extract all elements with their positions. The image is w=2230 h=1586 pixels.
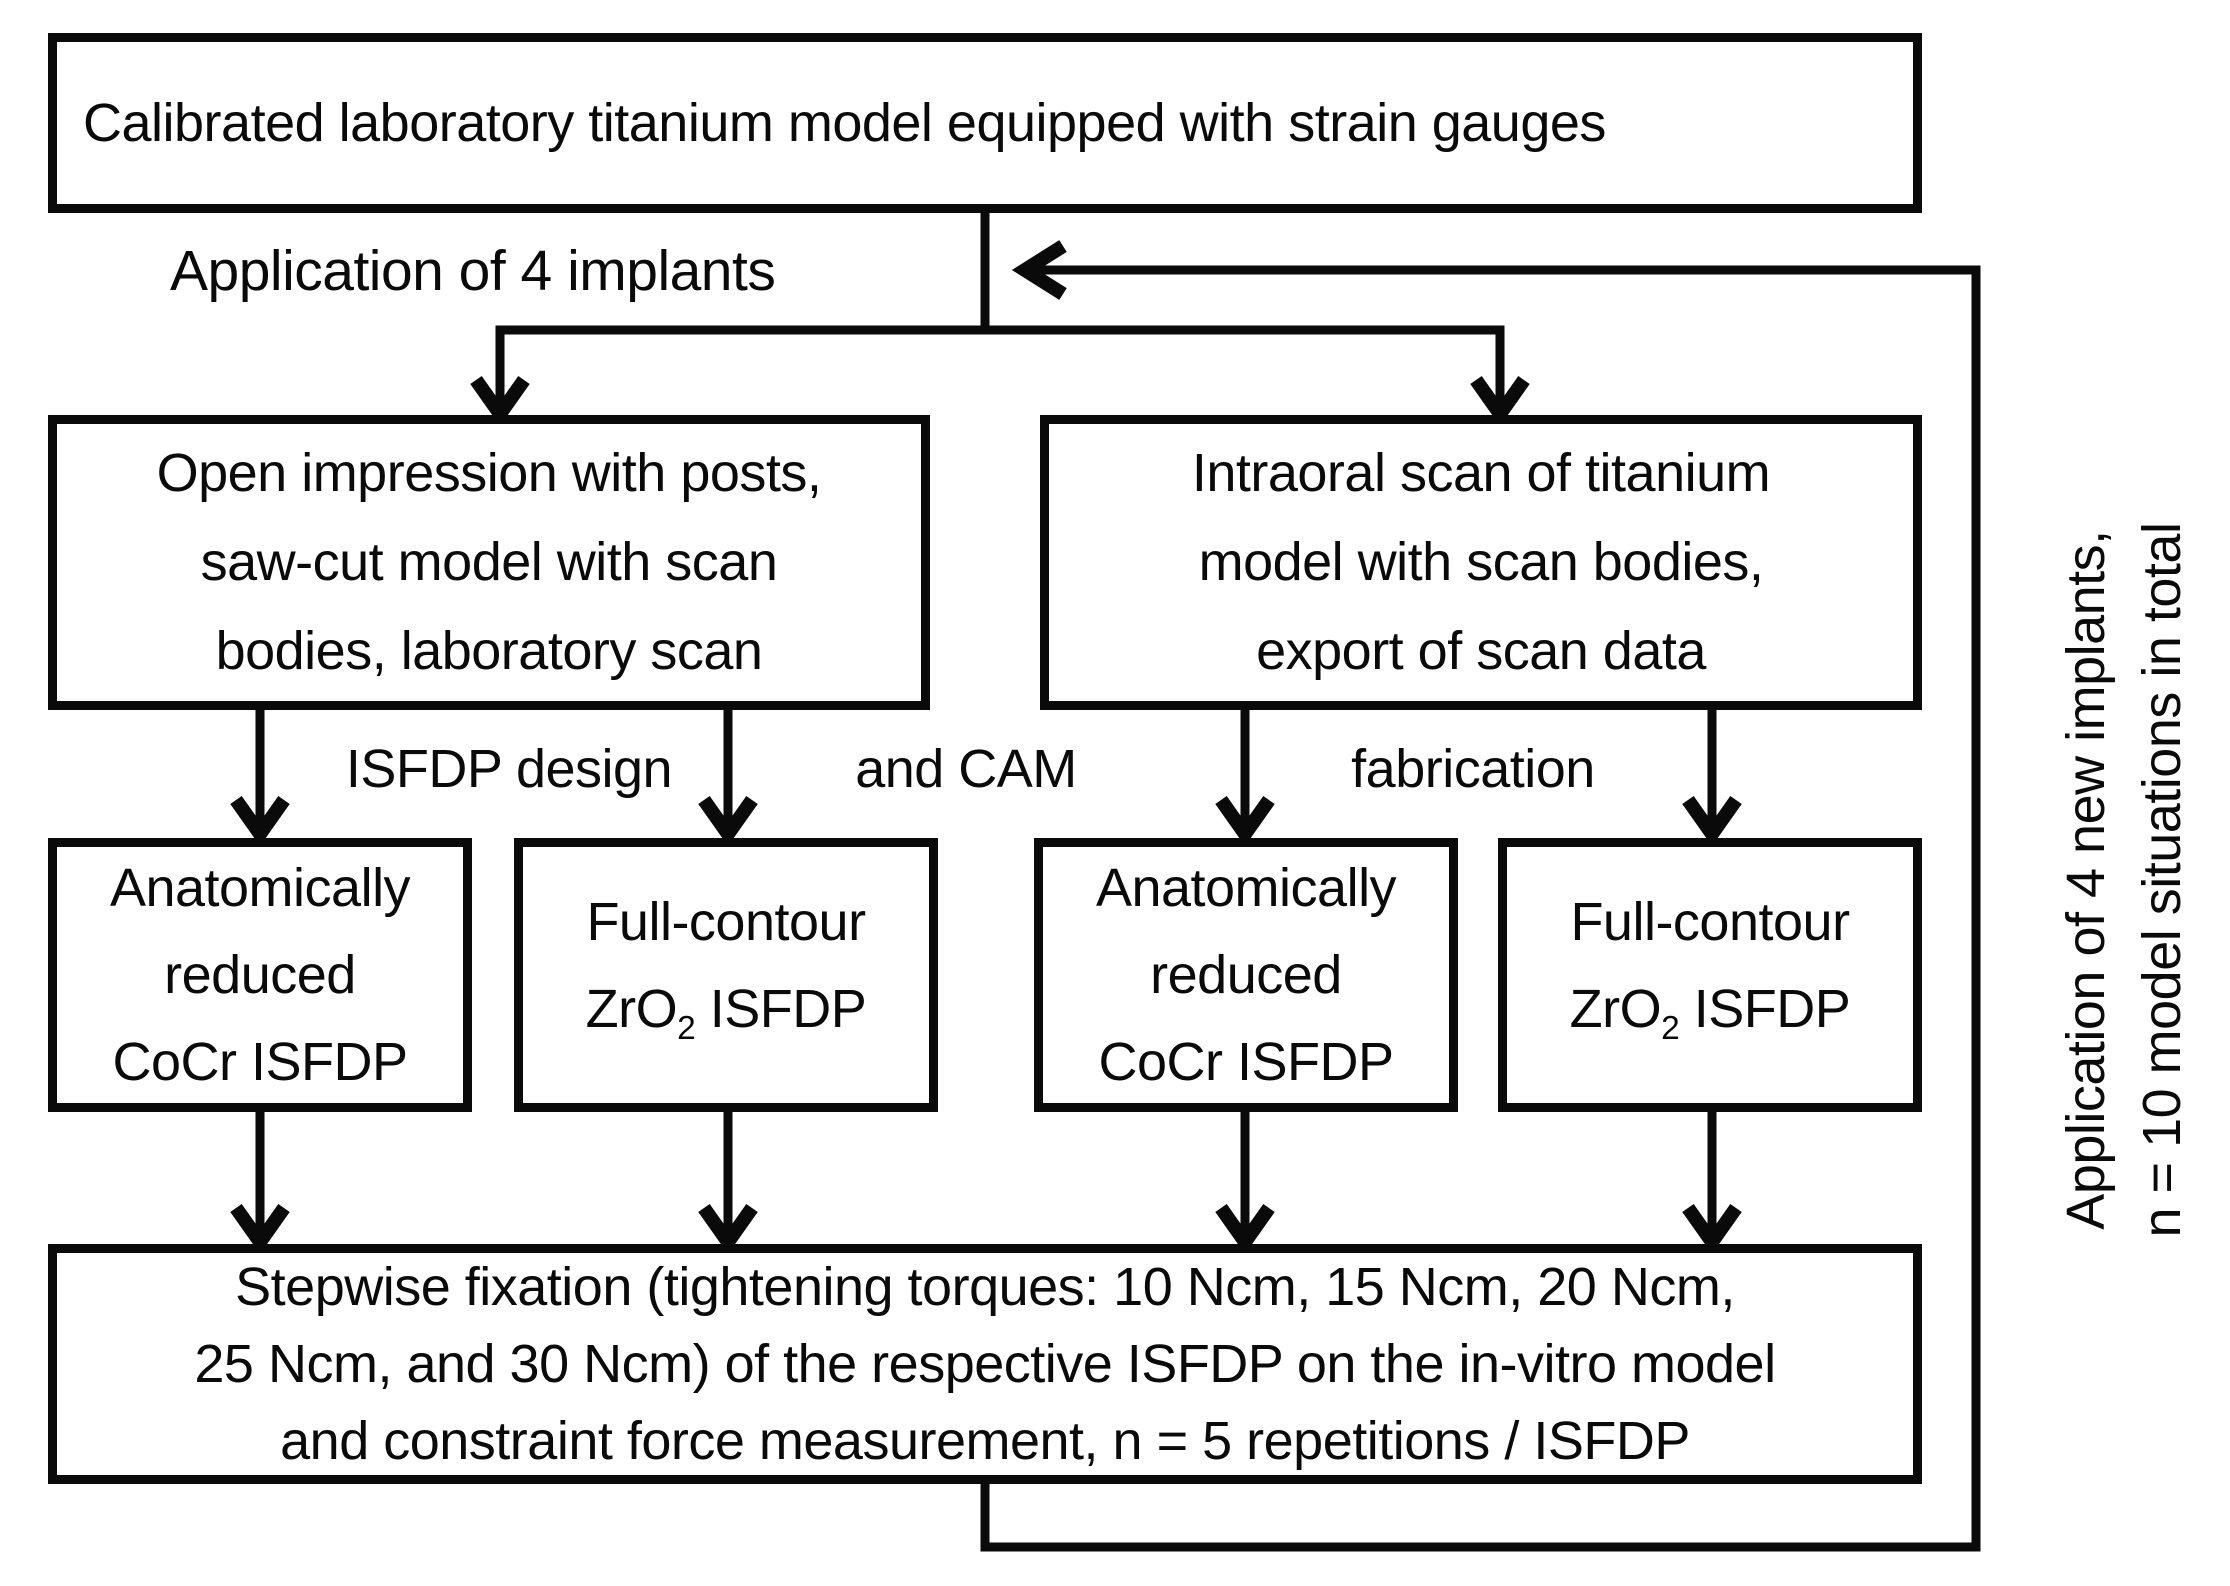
box-intraoral-scan: Intraoral scan of titanium model with sc… — [1040, 415, 1922, 710]
zro2-formula-pre: ZrO — [1569, 978, 1662, 1039]
zro2-formula-sub: 2 — [677, 1009, 696, 1047]
box-cocr-left-line3: CoCr ISFDP — [112, 1031, 408, 1092]
label-loop-line1: Application of 4 new implants, — [2056, 530, 2116, 1230]
label-isfdp-design: ISFDP design — [345, 739, 673, 799]
box-zro2-isfdp-left: Full-contour ZrO2 ISFDP — [514, 838, 938, 1112]
arrowhead-branch-right — [1470, 375, 1530, 427]
zro2-formula-sub: 2 — [1661, 1009, 1680, 1047]
box-cocr-left-line2: reduced — [164, 944, 356, 1005]
box-stepwise-line2: 25 Ncm, and 30 Ncm) of the respective IS… — [194, 1333, 1776, 1394]
arrowhead-fix-4 — [1682, 1203, 1742, 1255]
zro2-formula-pre: ZrO — [585, 978, 678, 1039]
box-zro2-left-line2: ZrO2 ISFDP — [523, 966, 929, 1072]
box-zro2-right-line2: ZrO2 ISFDP — [1507, 966, 1913, 1072]
box-cocr-right-line1: Anatomically — [1095, 857, 1397, 918]
arrowhead-fix-1 — [230, 1203, 290, 1255]
arrowhead-feedback — [1011, 240, 1067, 300]
box-cocr-isfdp-left: Anatomically reduced CoCr ISFDP — [48, 838, 472, 1112]
box-zro2-left-line1: Full-contour — [586, 891, 866, 952]
label-loop-line2: n = 10 model situations in total — [2132, 522, 2192, 1238]
box-zro2-isfdp-right: Full-contour ZrO2 ISFDP — [1498, 838, 1922, 1112]
box-cocr-right-line2: reduced — [1150, 944, 1342, 1005]
box-open-impression-line2: saw-cut model with scan — [200, 532, 778, 592]
zro2-formula-post: ISFDP — [1679, 978, 1851, 1039]
arrowhead-design-4 — [1682, 795, 1742, 847]
box-cocr-right-line3: CoCr ISFDP — [1098, 1031, 1394, 1092]
label-application-of-implants: Application of 4 implants — [170, 239, 776, 303]
box-stepwise-line3: and constraint force measurement, n = 5 … — [280, 1410, 1690, 1471]
box-open-impression-line1: Open impression with posts, — [156, 443, 822, 503]
label-fabrication: fabrication — [1351, 739, 1595, 799]
box-intraoral-scan-line1: Intraoral scan of titanium — [1191, 443, 1771, 503]
arrowhead-design-1 — [230, 795, 290, 847]
box-open-impression: Open impression with posts, saw-cut mode… — [48, 415, 930, 710]
connector-branch — [495, 325, 1505, 406]
box-stepwise-fixation: Stepwise fixation (tightening torques: 1… — [48, 1244, 1922, 1484]
arrowhead-fix-2 — [698, 1203, 758, 1255]
label-and-cam: and CAM — [855, 739, 1077, 799]
arrowhead-design-3 — [1215, 795, 1275, 847]
box-cocr-left-line1: Anatomically — [109, 857, 411, 918]
arrowhead-design-2 — [698, 795, 758, 847]
box-calibrated-model: Calibrated laboratory titanium model equ… — [48, 33, 1922, 213]
connector-feedback-loop — [980, 265, 1981, 1552]
zro2-formula-post: ISFDP — [695, 978, 867, 1039]
box-open-impression-line3: bodies, laboratory scan — [215, 621, 763, 681]
box-intraoral-scan-line2: model with scan bodies, — [1198, 532, 1764, 592]
box-calibrated-model-text: Calibrated laboratory titanium model equ… — [83, 92, 1606, 153]
box-intraoral-scan-line3: export of scan data — [1256, 621, 1706, 681]
arrowhead-branch-left — [470, 375, 530, 427]
box-cocr-isfdp-right: Anatomically reduced CoCr ISFDP — [1034, 838, 1458, 1112]
box-stepwise-line1: Stepwise fixation (tightening torques: 1… — [235, 1256, 1735, 1317]
box-zro2-right-line1: Full-contour — [1570, 891, 1850, 952]
arrowhead-fix-3 — [1215, 1203, 1275, 1255]
label-loop-application-new-implants: Application of 4 new implants, n = 10 mo… — [2048, 430, 2200, 1330]
